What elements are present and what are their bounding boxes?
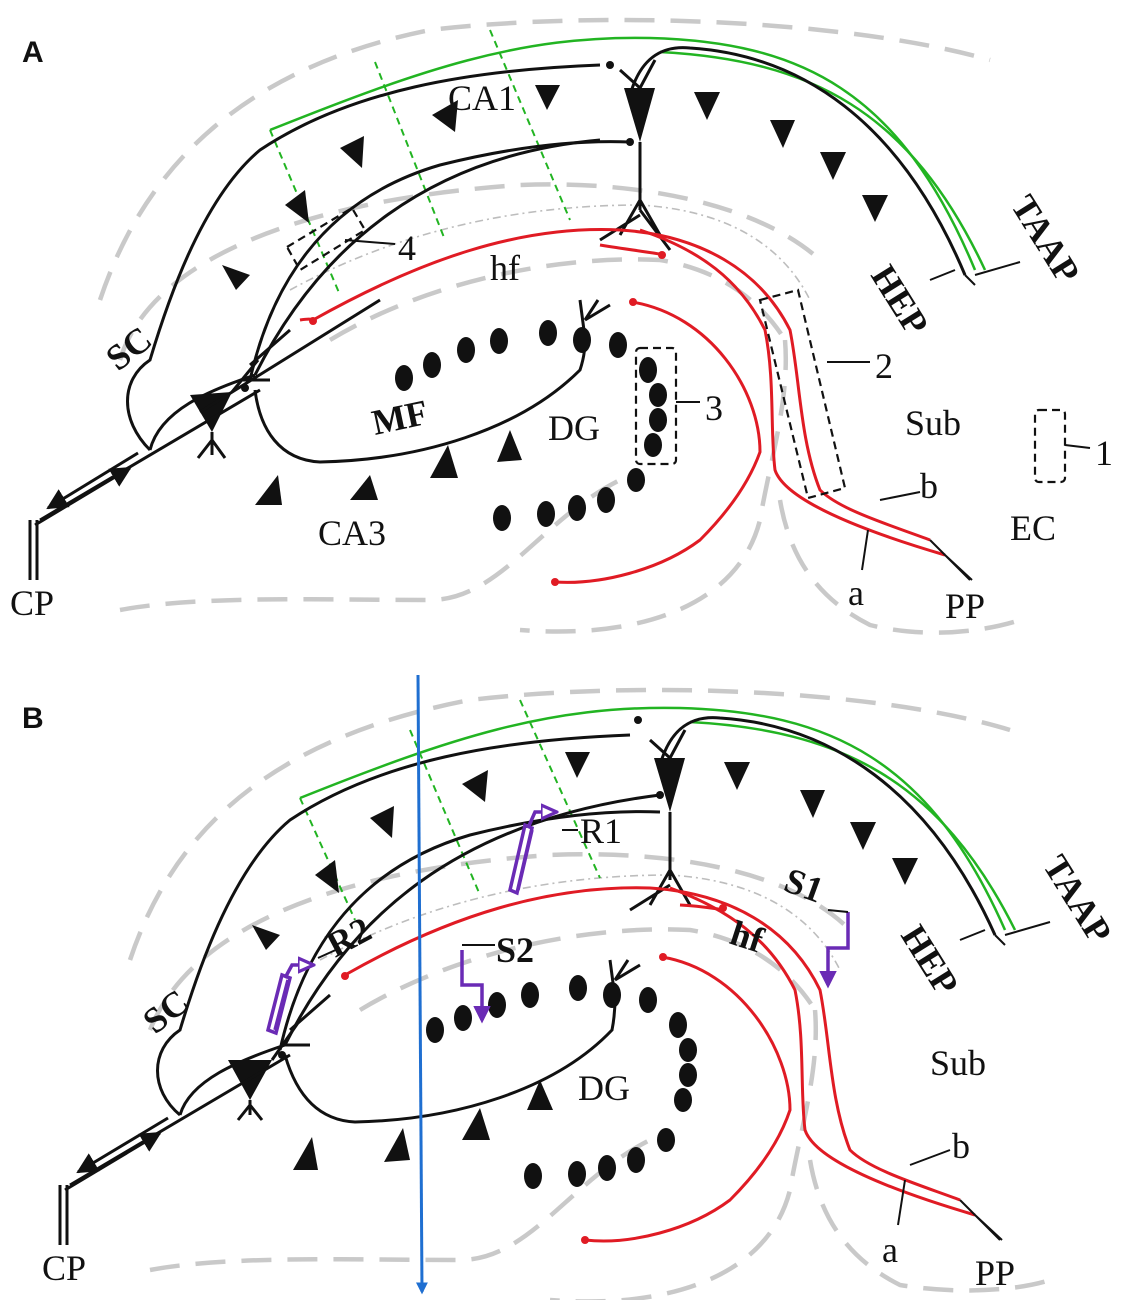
label-cp-b: CP: [42, 1248, 86, 1288]
label-taap-b: TAAP: [1035, 848, 1119, 950]
label-dg: DG: [548, 408, 600, 448]
boundary-gray-dashed: [97, 17, 1021, 635]
label-1: 1: [1095, 433, 1113, 473]
label-pp: PP: [945, 586, 985, 626]
label-r1: R1: [580, 811, 622, 851]
label-b: b: [920, 466, 938, 506]
label-hf: hf: [490, 248, 520, 288]
ca-pyramidal-cells-b: [252, 752, 918, 1170]
label-b-b: b: [952, 1126, 970, 1166]
perforant-path-red: [299, 228, 973, 586]
blue-cut-line: [415, 674, 428, 1295]
label-ca1: CA1: [448, 78, 516, 118]
label-2: 2: [875, 346, 893, 386]
recording-electrodes: [265, 812, 578, 1036]
leader-lines: [344, 239, 1091, 571]
label-mf: MF: [368, 392, 431, 443]
label-sc: SC: [98, 318, 159, 378]
schaffer-collateral-path-b: [58, 793, 661, 1245]
ca-layer-outline-b: [156, 716, 1006, 1117]
label-4: 4: [398, 228, 416, 268]
label-sub-b: Sub: [930, 1043, 986, 1083]
dashed-boxes: [285, 206, 1067, 500]
electrode-r2: [265, 947, 341, 1036]
dentate-granule-cells: [395, 320, 667, 531]
label-dg-b: DG: [578, 1068, 630, 1108]
stratum-lines-green-b: [299, 699, 1017, 931]
label-hep: HEP: [863, 258, 936, 342]
panel-a-letter: A: [22, 36, 44, 69]
ca-layer-outline: [126, 46, 976, 452]
boundary-gray-dashed-b: [127, 687, 1051, 1300]
ca1-pyramidal-neuron-b: [629, 716, 692, 912]
label-ec: EC: [1010, 508, 1056, 548]
label-taap: TAAP: [1003, 188, 1087, 290]
label-ca3: CA3: [318, 513, 386, 553]
label-s1: S1: [779, 860, 828, 911]
label-3: 3: [705, 388, 723, 428]
electrode-s1: [819, 909, 850, 989]
leader-lines-b: [897, 921, 1051, 1226]
panel-a: A CA1 CA3 DG MF SC hf HEP TAAP Sub EC CP…: [10, 17, 1113, 635]
label-a: a: [848, 573, 864, 613]
label-hep-b: HEP: [893, 918, 966, 1002]
label-r2: R2: [320, 909, 378, 965]
dentate-granule-cells-b: [426, 975, 697, 1189]
label-s2: S2: [496, 930, 534, 970]
panel-b: B DG SC hf HEP TAAP Sub CP PP a b R1 R2 …: [22, 674, 1120, 1300]
label-pp-b: PP: [975, 1253, 1015, 1293]
panel-a-labels: A CA1 CA3 DG MF SC hf HEP TAAP Sub EC CP…: [10, 36, 1113, 626]
ca-pyramidal-cells: [222, 85, 888, 505]
stratum-lines-green: [269, 29, 987, 296]
label-sub: Sub: [905, 403, 961, 443]
ca1-pyramidal-neuron: [599, 59, 672, 251]
panel-b-letter: B: [22, 702, 44, 735]
electrode-s2: [460, 944, 495, 1024]
ca3-pyramidal-neuron: [190, 328, 291, 459]
label-a-b: a: [882, 1230, 898, 1270]
label-sc-b: SC: [135, 981, 196, 1041]
label-cp: CP: [10, 583, 54, 623]
mossy-fiber-b: [283, 959, 641, 1124]
mossy-fiber: [253, 299, 611, 464]
panel-b-labels: B DG SC hf HEP TAAP Sub CP PP a b R1 R2 …: [22, 702, 1120, 1293]
schaffer-collateral-path: [28, 138, 601, 580]
perforant-path-red-b: [341, 886, 1003, 1244]
stimulating-electrodes: [460, 909, 850, 1024]
electrode-r1: [507, 812, 578, 896]
